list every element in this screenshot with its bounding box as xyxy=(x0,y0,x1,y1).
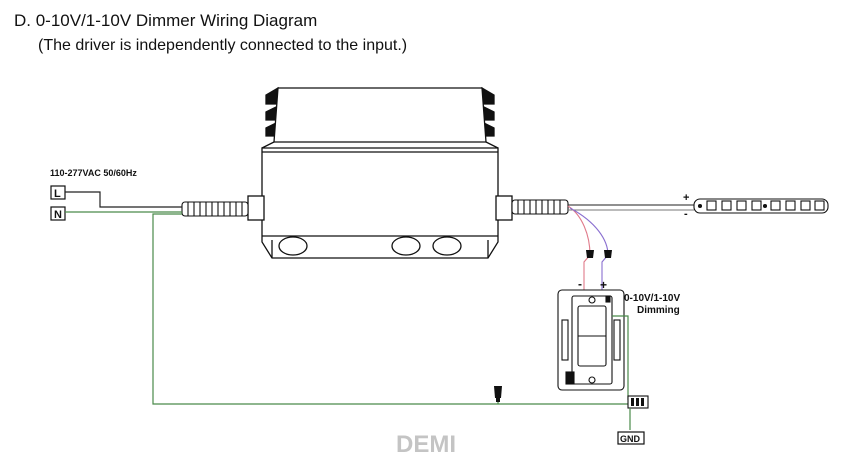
line-wire xyxy=(65,191,182,208)
terminal-l: L xyxy=(50,185,66,200)
led-driver xyxy=(247,86,513,259)
gnd-label: GND xyxy=(620,434,641,444)
output-minus-label: - xyxy=(684,208,688,220)
ground-wire xyxy=(152,213,628,405)
ground-terminal: GND xyxy=(617,395,649,445)
diagram-title: D. 0-10V/1-10V Dimmer Wiring Diagram xyxy=(14,11,318,30)
led-strip xyxy=(693,198,829,214)
dim-wire-nut-minus xyxy=(586,250,594,258)
output-plus-label: + xyxy=(683,192,689,204)
terminal-n: N xyxy=(50,206,66,221)
gnd-box xyxy=(617,431,645,445)
dimmer-ground-wire xyxy=(612,315,629,400)
diagram-subtitle: (The driver is independently connected t… xyxy=(38,37,408,54)
terminal-n-label: N xyxy=(54,209,62,221)
dimmer-label-line2: Dimming xyxy=(637,305,680,316)
dimmer-switch xyxy=(557,289,625,391)
dim-wire-nut-plus xyxy=(604,250,612,258)
dimmer-label-line1: 0-10V/1-10V xyxy=(624,293,680,304)
input-conduit xyxy=(181,201,249,217)
knockout-hole xyxy=(391,236,421,256)
terminal-l-label: L xyxy=(54,188,61,200)
wire-nut xyxy=(494,386,502,402)
output-conduit xyxy=(511,199,569,215)
dimmer-minus-label: - xyxy=(578,277,582,291)
knockout-hole xyxy=(432,236,462,256)
input-voltage-label: 110-277VAC 50/60Hz xyxy=(50,168,137,178)
watermark: DEMI xyxy=(396,431,456,456)
dimmer-plus-label: + xyxy=(600,278,607,292)
knockout-hole xyxy=(278,236,308,256)
